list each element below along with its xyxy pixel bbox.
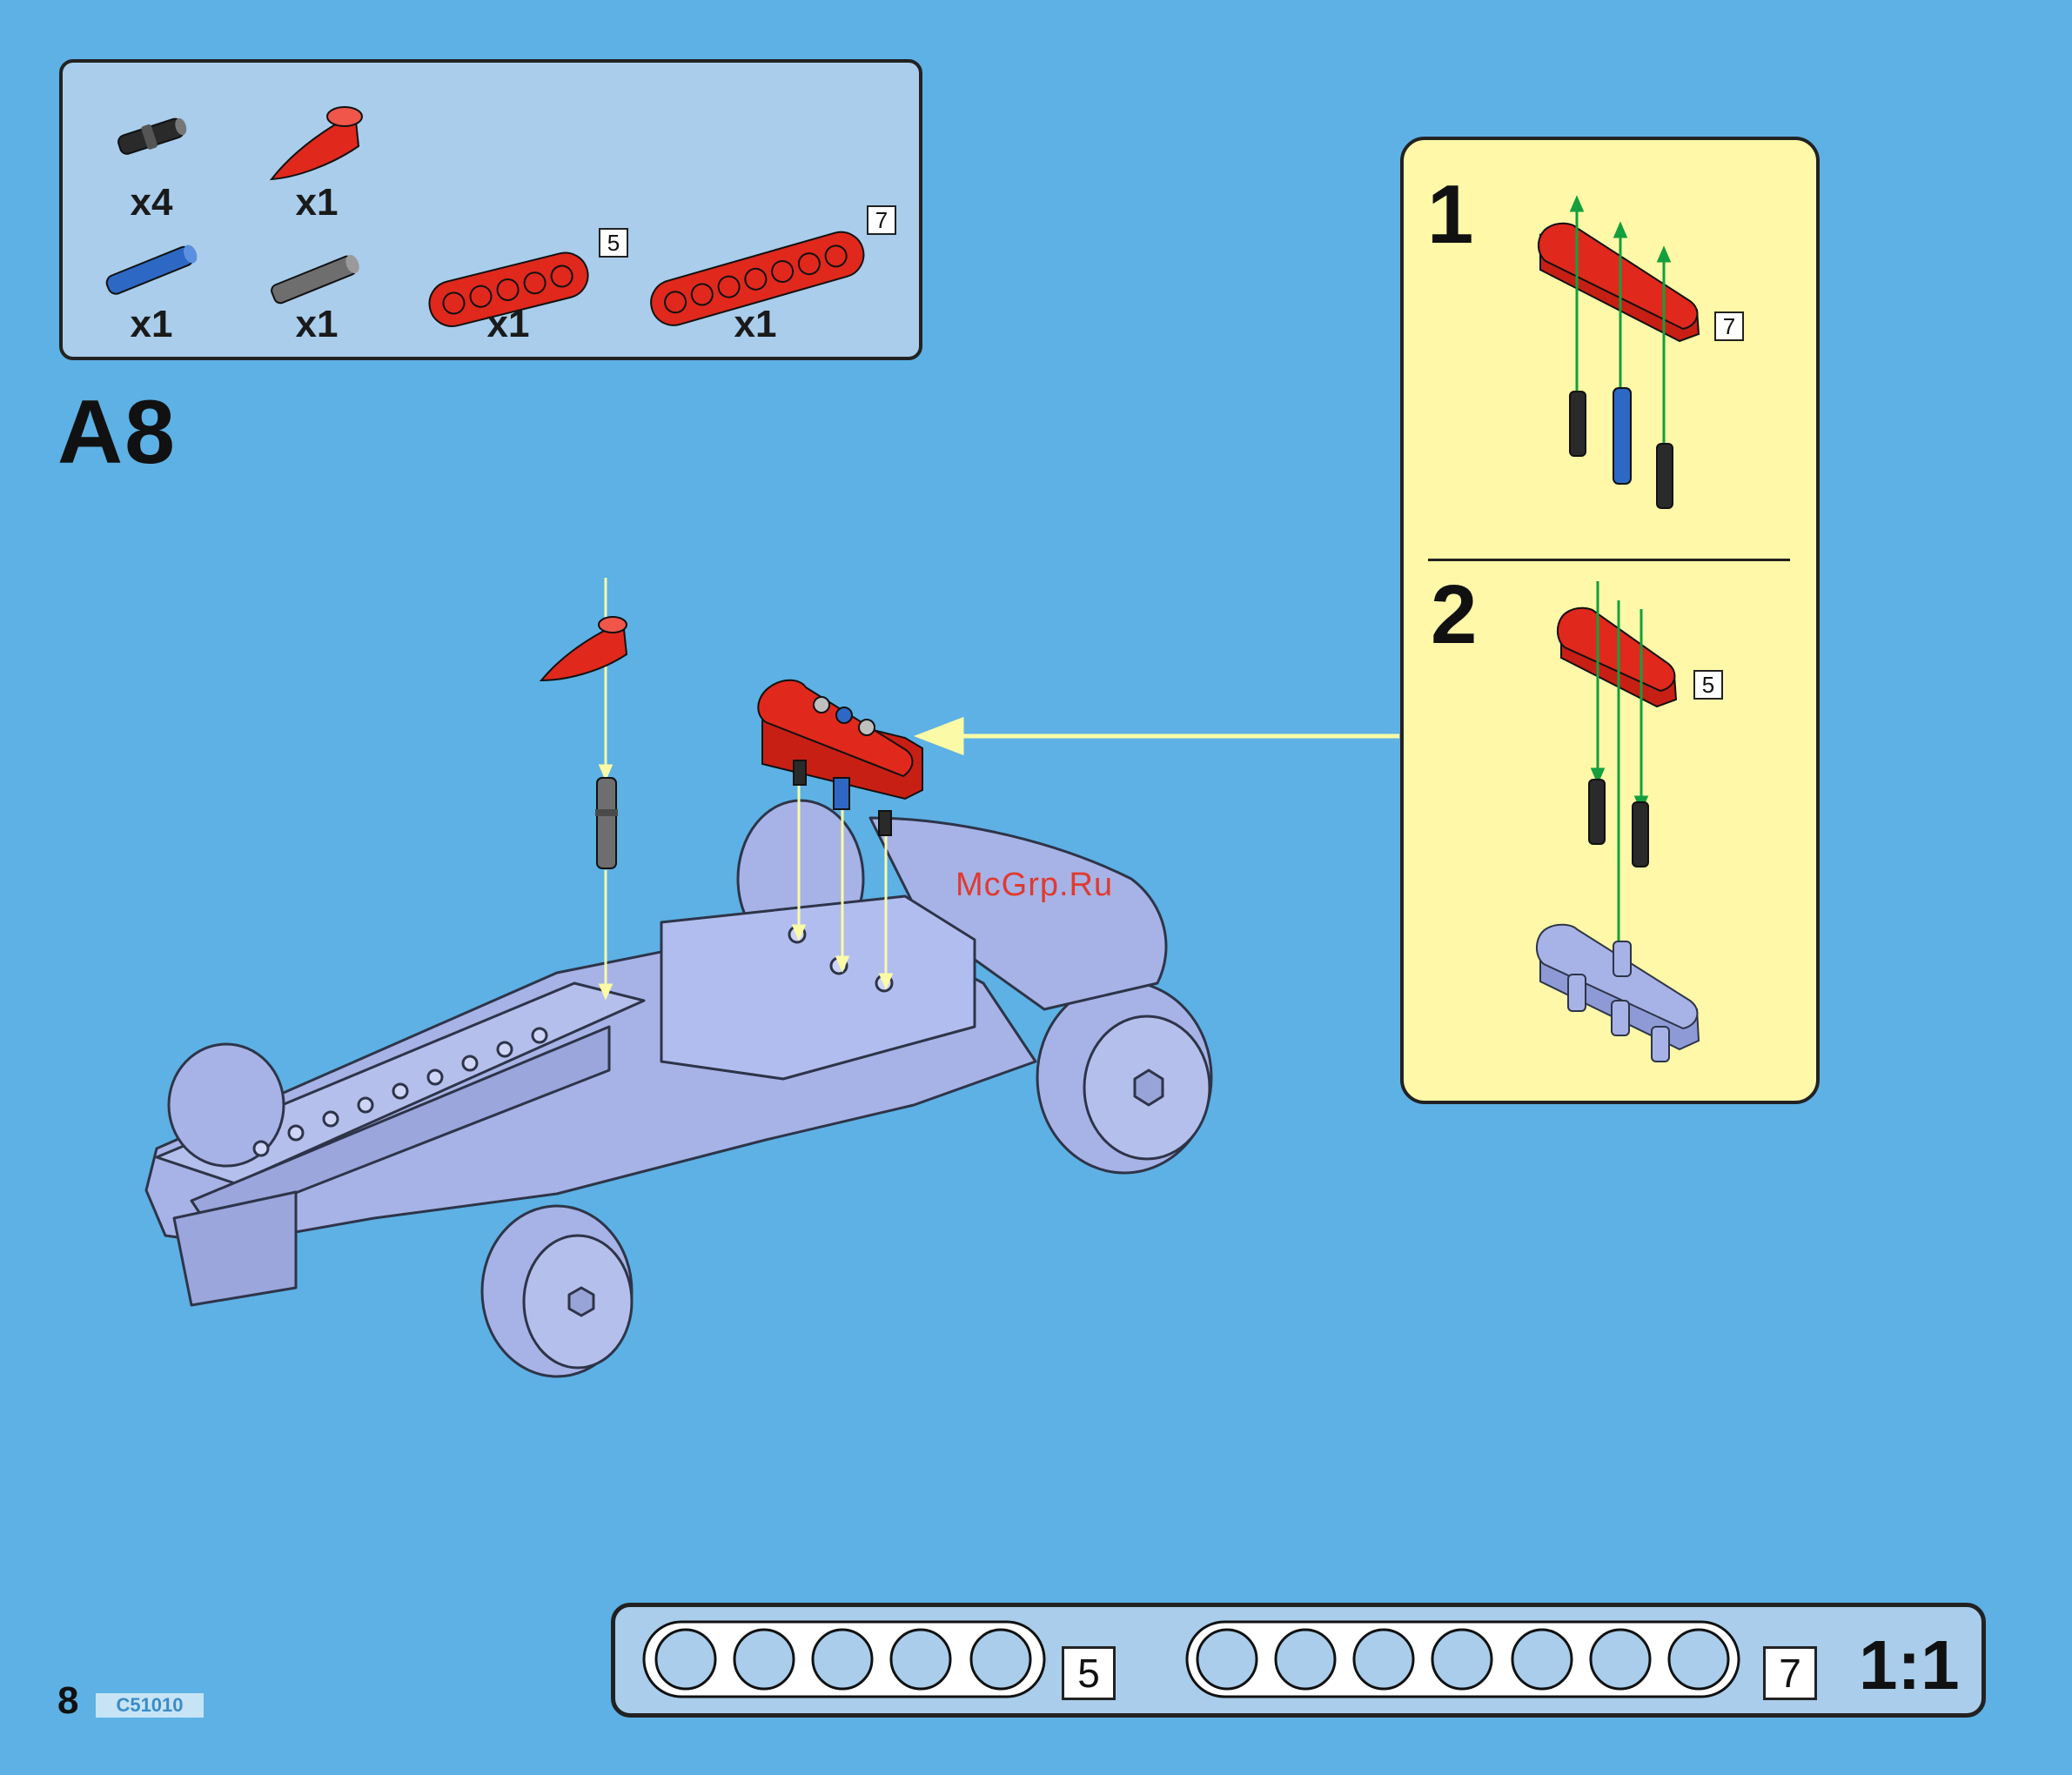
ruler-length-label-7: 7 <box>1763 1646 1817 1700</box>
scale-label: 1:1 <box>1859 1625 1960 1705</box>
ruler-length-label-5: 5 <box>1062 1646 1116 1700</box>
ruler-beam-7 <box>1187 1622 1739 1697</box>
product-code: C51010 <box>96 1693 204 1718</box>
page-number: 8 <box>57 1679 78 1723</box>
ruler-beam-5 <box>644 1622 1044 1697</box>
